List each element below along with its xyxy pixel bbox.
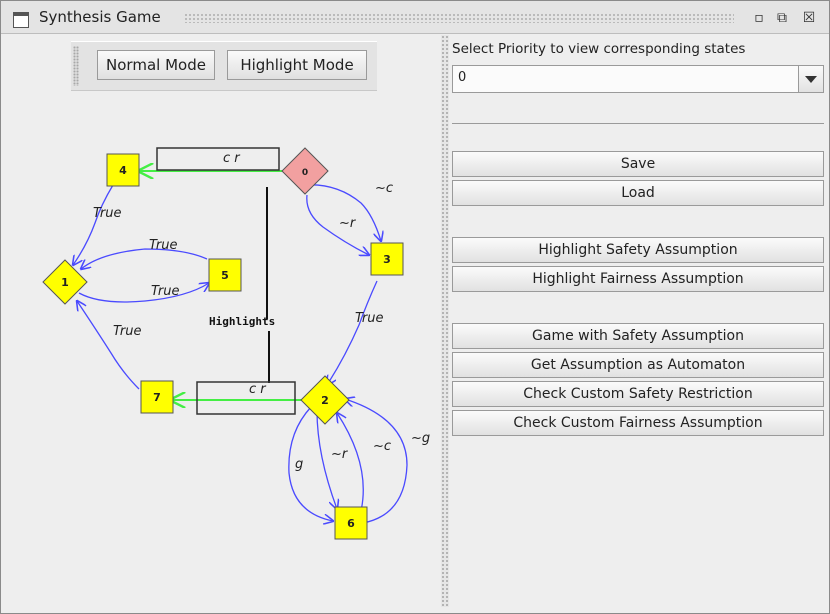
edge-1-5-bottom	[78, 283, 209, 303]
svg-text:5: 5	[221, 269, 229, 282]
highlights-label: Highlights	[209, 315, 275, 328]
edge-label: g	[295, 457, 303, 472]
pane-splitter[interactable]	[441, 35, 449, 607]
svg-text:6: 6	[347, 517, 355, 530]
edge-label-box-2-7	[196, 381, 296, 415]
edge-label: c r	[223, 151, 241, 166]
node-5[interactable]: 5	[208, 258, 242, 292]
svg-text:1: 1	[61, 276, 69, 289]
game-with-safety-button[interactable]: Game with Safety Assumption	[452, 323, 824, 349]
normal-mode-button[interactable]: Normal Mode	[97, 50, 215, 80]
edge-label: True	[149, 238, 178, 253]
edge-7-1	[77, 301, 140, 390]
edge-label: c r	[249, 382, 267, 397]
svg-text:7: 7	[153, 391, 161, 404]
edge-0-3-inner	[306, 194, 369, 255]
graph-pane[interactable]: Normal Mode Highlight Mode	[5, 35, 441, 607]
title-grip	[184, 13, 734, 23]
priority-label: Select Priority to view corresponding st…	[452, 41, 746, 57]
edge-0-3-outer	[304, 184, 381, 241]
edge-5-1-top	[81, 248, 208, 269]
edge-label: ~c	[373, 439, 391, 454]
node-0[interactable]: 0	[281, 147, 329, 195]
edge-label: ~c	[375, 181, 393, 196]
svg-text:3: 3	[383, 253, 391, 266]
window-icon	[13, 12, 29, 28]
node-6[interactable]: 6	[334, 506, 368, 540]
node-1[interactable]: 1	[42, 259, 88, 305]
save-button[interactable]: Save	[452, 151, 824, 177]
edge-label: True	[355, 311, 384, 326]
edge-label: ~g	[411, 431, 430, 446]
edge-3-2	[327, 280, 378, 385]
highlight-safety-button[interactable]: Highlight Safety Assumption	[452, 237, 824, 263]
check-safety-button[interactable]: Check Custom Safety Restriction	[452, 381, 824, 407]
highlight-mode-button[interactable]: Highlight Mode	[227, 50, 367, 80]
edge-2-6-r	[316, 410, 337, 509]
check-fairness-button[interactable]: Check Custom Fairness Assumption	[452, 410, 824, 436]
node-7[interactable]: 7	[140, 380, 174, 414]
load-button[interactable]: Load	[452, 180, 824, 206]
minimize-icon[interactable]: ▫	[754, 10, 764, 26]
maximize-icon[interactable]: ⧉	[777, 10, 787, 26]
priority-value: 0	[458, 70, 467, 85]
node-2[interactable]: 2	[300, 375, 350, 425]
get-automaton-button[interactable]: Get Assumption as Automaton	[452, 352, 824, 378]
control-panel: Select Priority to view corresponding st…	[449, 35, 827, 607]
panel-divider	[452, 123, 824, 124]
edge-4-1	[73, 184, 114, 265]
edge-label: True	[151, 284, 180, 299]
chevron-down-icon[interactable]	[798, 66, 823, 92]
highlight-fairness-button[interactable]: Highlight Fairness Assumption	[452, 266, 824, 292]
edge-label: True	[113, 324, 142, 339]
node-4[interactable]: 4	[106, 153, 140, 187]
svg-text:4: 4	[119, 164, 127, 177]
node-3[interactable]: 3	[370, 242, 404, 276]
window-title: Synthesis Game	[39, 8, 161, 26]
title-bar[interactable]: Synthesis Game ▫ ⧉ ☒	[1, 1, 829, 34]
mode-toolbar: Normal Mode Highlight Mode	[71, 41, 377, 91]
game-graph[interactable]: c r ~c ~r True c r True True True True g…	[5, 35, 441, 607]
edge-label: ~r	[339, 216, 357, 231]
toolbar-grip[interactable]	[73, 46, 79, 86]
svg-text:0: 0	[302, 168, 308, 178]
edge-2-6-g	[288, 406, 333, 521]
edge-label-box-0-4	[156, 147, 280, 171]
edge-label: True	[93, 206, 122, 221]
svg-text:2: 2	[321, 394, 329, 407]
edge-6-2-c	[337, 413, 364, 512]
edge-label: ~r	[331, 447, 349, 462]
priority-select[interactable]: 0	[452, 65, 824, 93]
edge-6-2-g	[345, 399, 408, 524]
close-icon[interactable]: ☒	[802, 10, 816, 26]
